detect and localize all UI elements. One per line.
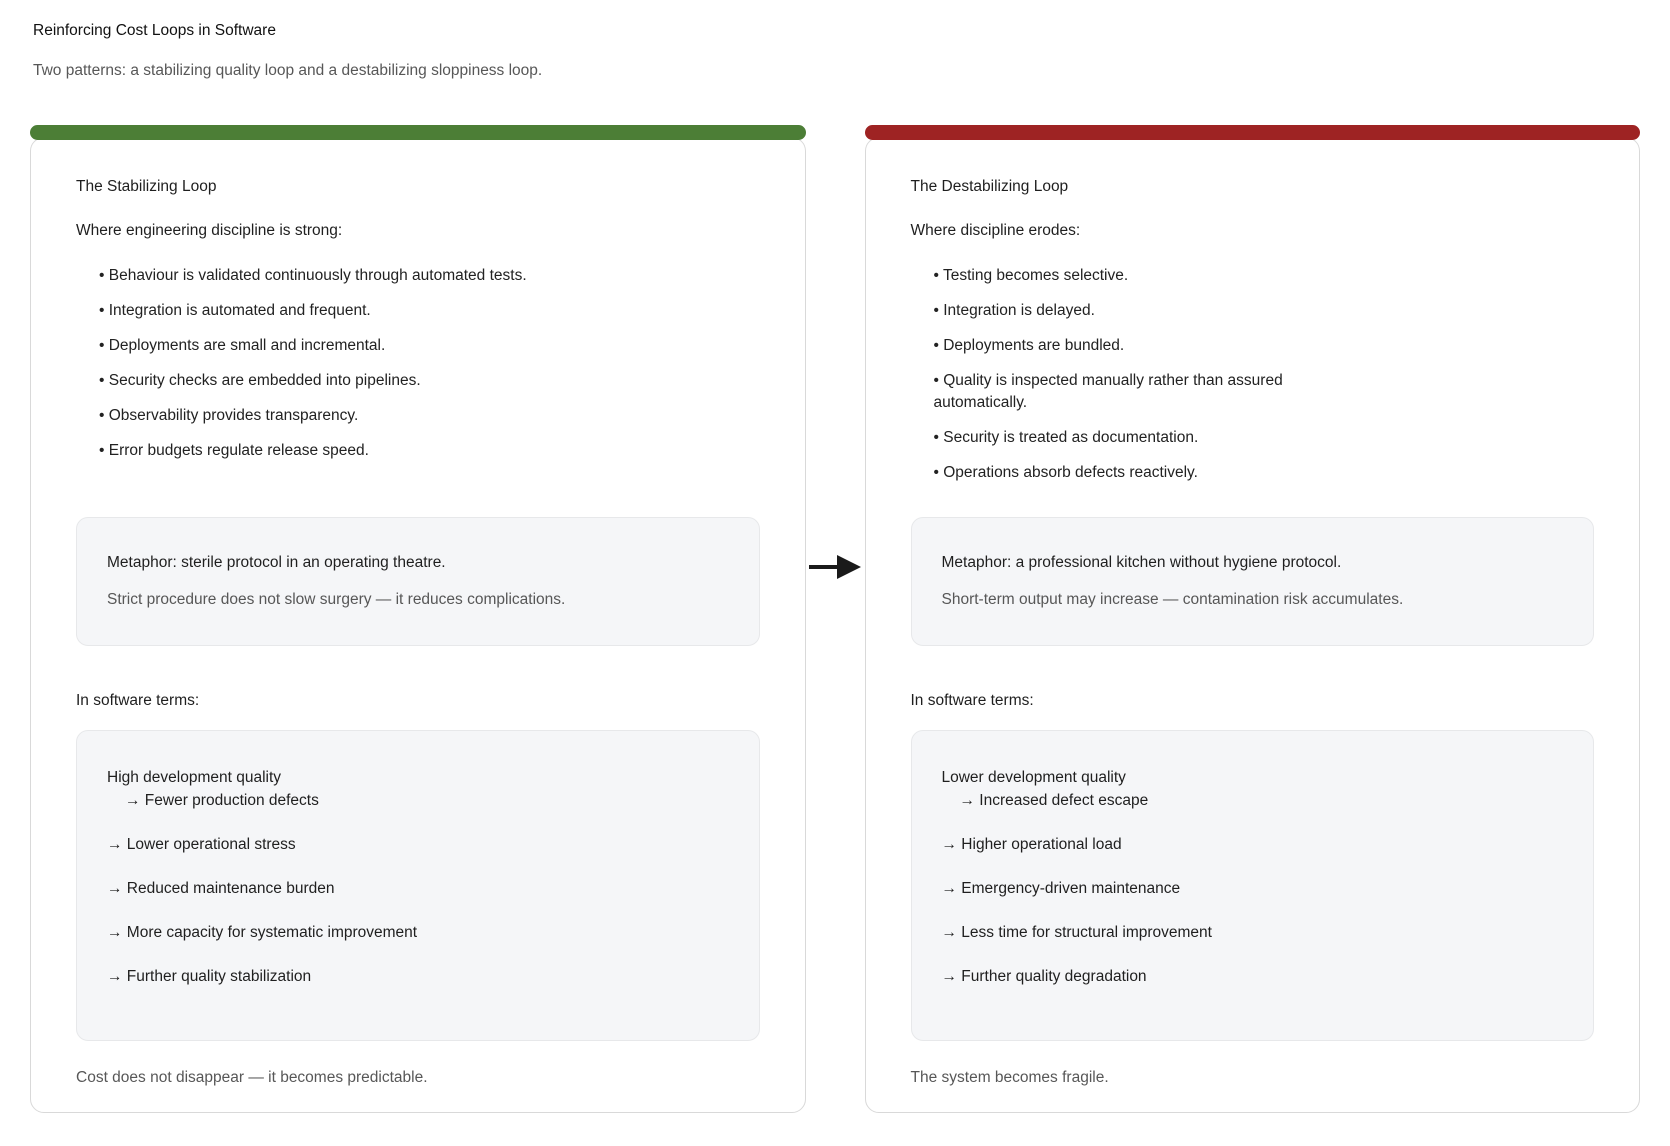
stabilizing-card-intro: Where engineering discipline is strong: [76,222,343,239]
stabilizing-loop-card: The Stabilizing Loop Where engineering d… [30,125,806,1113]
stabilizing-card-heading: The Stabilizing Loop [76,178,217,195]
stabilizing-card-body: The Stabilizing Loop Where engineering d… [30,137,806,1113]
destabilizing-card-heading: The Destabilizing Loop [910,178,1069,195]
stabilizing-chain-steps: → Lower operational stress → Reduced main… [107,834,729,988]
destabilizing-card-intro: Where discipline erodes: [910,222,1081,239]
chain-step: → Higher operational load [941,836,1122,853]
bullet-item: Operations absorb defects reactively. [934,462,1595,484]
chain-step: → Less time for structural improvement [941,924,1212,941]
chain-substep: → Fewer production defects [125,792,319,809]
chain-step: → Emergency-driven maintenance [941,880,1181,897]
stabilizing-conclusion: Cost does not disappear — it becomes pre… [76,1069,428,1086]
right-arrow-icon [809,555,861,579]
destabilizing-conclusion: The system becomes fragile. [910,1069,1109,1086]
bullet-item: Integration is delayed. [934,300,1595,322]
destabilizing-metaphor-box: Metaphor: a professional kitchen without… [910,517,1594,646]
destabilizing-chain-box: Lower development quality → Increased de… [910,730,1594,1041]
metaphor-note: Short-term output may increase — contami… [941,591,1404,608]
chain-step: → Further quality degradation [941,968,1147,985]
chain-start: Lower development quality [941,769,1126,786]
chain-step: → Reduced maintenance burden [107,880,335,897]
bullet-item: Security is treated as documentation. [934,427,1595,449]
destabilizing-chain-steps: → Higher operational load → Emergency-dri… [942,834,1564,988]
bullet-item: Testing becomes selective. [934,265,1595,287]
destabilizing-loop-card: The Destabilizing Loop Where discipline … [864,125,1640,1113]
chain-start: High development quality [107,769,282,786]
cards-gap [806,125,865,1113]
stabilizing-metaphor-box: Metaphor: sterile protocol in an operati… [76,517,760,646]
bullet-item: Error budgets regulate release speed. [99,440,760,462]
metaphor-title: Metaphor: sterile protocol in an operati… [107,554,446,571]
stabilizing-accent-bar [30,125,806,140]
metaphor-note: Strict procedure does not slow surgery —… [107,591,566,608]
loops-row: The Stabilizing Loop Where engineering d… [30,125,1640,1113]
stabilizing-software-terms-label: In software terms: [76,692,200,709]
stabilizing-bullet-list: Behaviour is validated continuously thro… [76,265,760,517]
stabilizing-chain-box: High development quality → Fewer product… [76,730,760,1041]
destabilizing-bullet-list: Testing becomes selective. Integration is… [911,265,1595,517]
chain-step: → Lower operational stress [107,836,296,853]
bullet-item: Deployments are small and incremental. [99,335,760,357]
page-title: Reinforcing Cost Loops in Software [33,22,276,39]
bullet-item: Security checks are embedded into pipeli… [99,370,760,392]
bullet-item: Behaviour is validated continuously thro… [99,265,760,287]
destabilizing-accent-bar [864,125,1640,140]
bullet-item: Quality is inspected manually rather tha… [934,370,1595,414]
destabilizing-software-terms-label: In software terms: [910,692,1034,709]
metaphor-title: Metaphor: a professional kitchen without… [941,554,1342,571]
chain-step: → Further quality stabilization [107,968,312,985]
page-subtitle: Two patterns: a stabilizing quality loop… [33,62,543,79]
arrow-shaft [809,565,841,569]
arrow-head [837,555,861,579]
chain-substep: → Increased defect escape [959,792,1149,809]
bullet-item: Deployments are bundled. [934,335,1595,357]
chain-step: → More capacity for systematic improveme… [107,924,418,941]
bullet-item: Integration is automated and frequent. [99,300,760,322]
bullet-item: Observability provides transparency. [99,405,760,427]
destabilizing-card-body: The Destabilizing Loop Where discipline … [864,137,1640,1113]
